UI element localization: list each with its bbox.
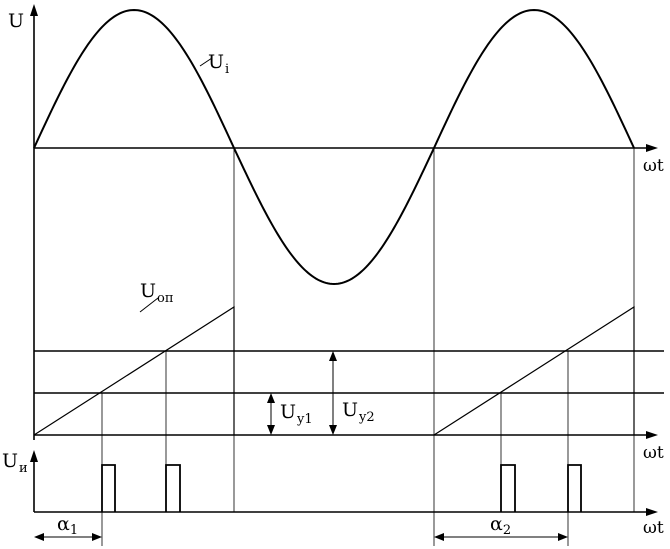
control-pulse-2 [165,464,181,512]
alpha2-arrowhead-right [558,533,568,541]
u-y1-arrowhead-top [267,393,275,403]
omega-t-axis-middle-arrowhead [646,431,658,439]
omega-t-axis-bottom-arrowhead [646,508,658,516]
alpha1-arrowhead-left [34,533,44,541]
u-axis-arrowhead [30,4,38,16]
u-pulse-axis-arrowhead [30,450,38,462]
omega-t-label-top: ωt [643,156,664,176]
u-i-label: Ui [208,51,229,77]
alpha1-label: α1 [57,513,78,538]
u-y2-arrowhead-bottom [329,425,337,435]
u-i-leader-line [199,57,213,67]
ramp-panel: ωt Uоп Uy1 Uy2 [33,280,664,463]
u-y1-arrowhead-bottom [267,425,275,435]
u-y1-label: Uy1 [280,401,313,427]
alpha1-arrowhead-right [92,533,102,541]
u-op-label: Uоп [140,280,174,306]
u-y2-label: Uy2 [342,399,375,425]
pulse-panel: Uи ωt α1 α2 [2,450,664,541]
u-pulse-label: Uи [2,450,28,476]
ramp-1-u-op [33,305,235,436]
omega-t-axis-top-arrowhead [646,144,658,152]
control-pulse-4 [567,464,582,512]
u-op-leader-line [139,297,159,313]
ramp-2 [433,305,635,436]
alpha2-label: α2 [490,513,511,538]
alpha2-arrowhead-left [434,533,444,541]
omega-t-label-bottom: ωt [643,518,664,538]
omega-t-label-middle: ωt [643,443,664,463]
u-axis-label: U [8,10,24,32]
control-pulse-3 [500,464,516,512]
reference-lines [101,148,635,546]
sine-panel: U ωt Ui [8,4,664,440]
control-pulse-1 [101,464,116,512]
u-y2-arrowhead-top [329,351,337,361]
sine-curve-u-i [33,8,635,286]
